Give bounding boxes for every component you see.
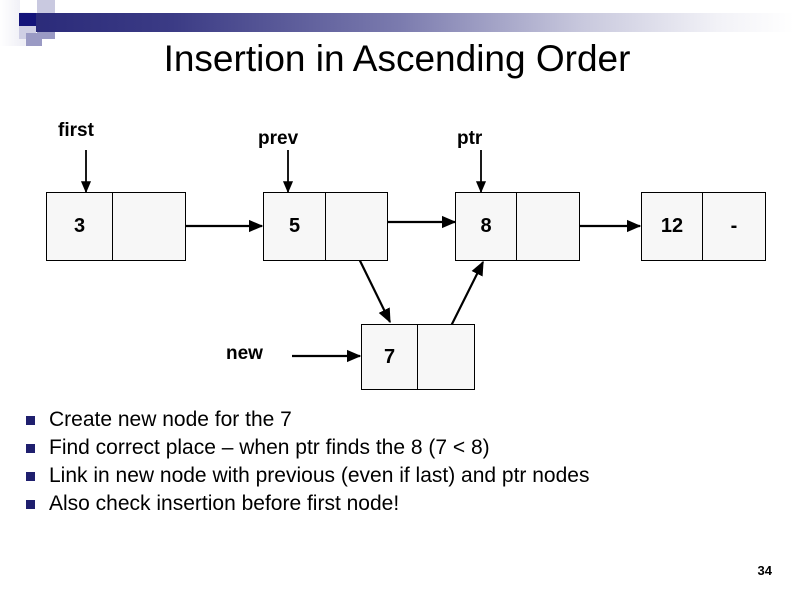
node-3-value: 3	[47, 193, 113, 260]
header-decoration	[0, 0, 794, 46]
page-title: Insertion in Ascending Order	[163, 38, 631, 79]
deco-square-light-top	[20, 0, 37, 12]
node-12-link: -	[730, 215, 738, 237]
deco-square-low-blue	[26, 33, 42, 46]
pointer-label-first: first	[58, 120, 94, 141]
node-7-value: 7	[362, 325, 418, 389]
bullet-text-2: Find correct place – when ptr finds the …	[49, 436, 490, 459]
bullet-square-icon	[26, 416, 35, 425]
node-7-new: 7	[361, 324, 475, 390]
bullet-square-icon	[26, 444, 35, 453]
node-12: 12 -	[641, 192, 766, 261]
node-8: 8	[455, 192, 580, 261]
bullet-text-3: Link in new node with previous (even if …	[49, 464, 590, 487]
node-12-value: 12	[642, 193, 703, 260]
node-5-value: 5	[264, 193, 326, 260]
bullet-item-2: Find correct place – when ptr finds the …	[26, 435, 726, 461]
bullet-square-icon	[26, 500, 35, 509]
deco-square-pale-top	[37, 0, 55, 13]
bullet-text-1: Create new node for the 7	[49, 408, 292, 431]
deco-square-dark-navy	[19, 13, 36, 26]
node-3-link	[113, 193, 185, 260]
pointer-label-prev: prev	[258, 128, 299, 149]
bullet-square-icon	[26, 472, 35, 481]
bullet-text-4: Also check insertion before first node!	[49, 492, 400, 515]
node-5: 5	[263, 192, 388, 261]
bullet-item-4: Also check insertion before first node!	[26, 491, 726, 517]
bullet-list: Create new node for the 7 Find correct p…	[26, 407, 726, 519]
node-8-value: 8	[456, 193, 517, 260]
bullet-item-1: Create new node for the 7	[26, 407, 726, 433]
node-8-link	[517, 193, 579, 260]
page-number: 34	[757, 563, 772, 578]
pointer-label-ptr: ptr	[457, 128, 483, 149]
pointer-label-new: new	[226, 343, 263, 364]
bullet-item-3: Link in new node with previous (even if …	[26, 463, 726, 489]
node-7-link	[418, 325, 474, 389]
node-5-link	[326, 193, 387, 260]
node-3: 3	[46, 192, 186, 261]
header-gradient-bar	[36, 13, 794, 32]
